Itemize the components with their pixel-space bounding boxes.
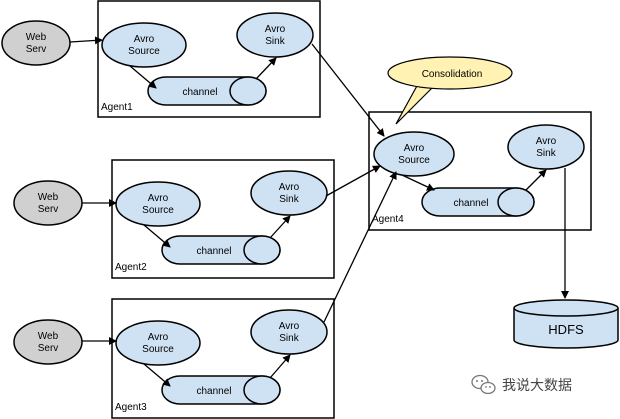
- agent2-avro-sink-line1: Avro: [279, 182, 300, 193]
- agent4-arrow-source-channel: [401, 174, 435, 191]
- agent1-arrow-channel-sink: [255, 57, 277, 80]
- agent2-label: Agent2: [115, 262, 147, 273]
- agent2-avro-sink-line2: Sink: [279, 194, 299, 205]
- web-serv-3-line1: Web: [38, 331, 59, 342]
- agent1-channel-label: channel: [182, 87, 217, 98]
- web-serv-1-line2: Serv: [26, 44, 47, 55]
- agent1-avro-source: [101, 22, 187, 68]
- web-serv-1: Web Serv: [1, 20, 71, 66]
- agent3-avro-sink-line2: Sink: [279, 333, 299, 344]
- web-serv-2: Web Serv: [13, 180, 83, 226]
- agent3-group: Agent3 Avro Source Avro Sink channel: [111, 298, 335, 419]
- agent1-channel: channel: [147, 76, 267, 106]
- wechat-icon: [471, 374, 496, 395]
- agent4-arrow-channel-sink: [525, 169, 547, 191]
- web-serv-3: Web Serv: [13, 319, 83, 365]
- agent1-label: Agent1: [101, 102, 133, 113]
- arrow-sink1-agent4: [311, 43, 385, 137]
- agent4-channel: channel: [421, 187, 535, 217]
- agent4-avro-sink: [507, 124, 585, 170]
- agent3-avro-sink-line1: Avro: [279, 321, 300, 332]
- agent1-avro-source-line1: Avro: [134, 34, 155, 45]
- watermark-text: 我说大数据: [502, 378, 572, 394]
- agent3-avro-sink: [250, 309, 328, 355]
- agent3-label: Agent3: [115, 402, 147, 413]
- watermark: 我说大数据: [471, 374, 572, 395]
- web-serv-3-line2: Serv: [38, 343, 59, 354]
- web-serv-2-line2: Serv: [38, 204, 59, 215]
- arrow-sink3-agent4: [323, 171, 397, 323]
- agent4-avro-source: [373, 131, 455, 177]
- consolidation-callout: Consolidation: [387, 56, 513, 125]
- agent3-box: [111, 298, 335, 419]
- agent4-channel-label: channel: [453, 198, 488, 209]
- arrow-web1-source1: [69, 36, 103, 45]
- arrow-sink2-agent4: [325, 165, 381, 197]
- agent3-arrow-source-channel: [143, 363, 171, 387]
- agent1-avro-source-line2: Source: [128, 46, 160, 57]
- agent1-avro-sink-line2: Sink: [265, 36, 285, 47]
- agent3-avro-source: [115, 320, 201, 366]
- agent3-arrow-channel-sink: [269, 354, 291, 379]
- agent1-avro-sink-line1: Avro: [265, 24, 286, 35]
- agent2-arrow-source-channel: [143, 224, 171, 248]
- agent4-box: [368, 111, 592, 231]
- agent4-label: Agent4: [372, 214, 404, 225]
- agent4-avro-sink-line1: Avro: [536, 136, 557, 147]
- agent2-avro-source-line1: Avro: [148, 193, 169, 204]
- agent2-avro-source: [115, 181, 201, 227]
- agent3-channel-label: channel: [196, 386, 231, 397]
- web-serv-2-line1: Web: [38, 192, 59, 203]
- hdfs-label: HDFS: [548, 322, 584, 337]
- agent2-channel: channel: [161, 235, 281, 265]
- agent2-arrow-channel-sink: [269, 215, 291, 239]
- agent3-avro-source-line1: Avro: [148, 332, 169, 343]
- agent4-avro-source-line1: Avro: [404, 143, 425, 154]
- agent3-channel: channel: [161, 375, 281, 405]
- agent3-avro-source-line2: Source: [142, 344, 174, 355]
- agent2-group: Agent2 Avro Source Avro Sink channel: [111, 159, 335, 279]
- hdfs-storage: HDFS: [513, 299, 619, 349]
- agent4-avro-sink-line2: Sink: [536, 148, 556, 159]
- agent4-group: Agent4 Avro Source Avro Sink channel: [368, 111, 592, 231]
- agent1-group: Agent1 Avro Source Avro Sink channel: [97, 0, 321, 118]
- agent1-arrow-source-channel: [129, 65, 157, 89]
- agent2-box: [111, 159, 335, 279]
- agent2-channel-label: channel: [196, 246, 231, 257]
- consolidation-label: Consolidation: [422, 69, 483, 80]
- agent2-avro-source-line2: Source: [142, 205, 174, 216]
- agent1-avro-sink: [236, 12, 314, 58]
- agent4-avro-source-line2: Source: [398, 155, 430, 166]
- agent2-avro-sink: [250, 170, 328, 216]
- agent1-box: [97, 0, 321, 118]
- web-serv-1-line1: Web: [26, 32, 47, 43]
